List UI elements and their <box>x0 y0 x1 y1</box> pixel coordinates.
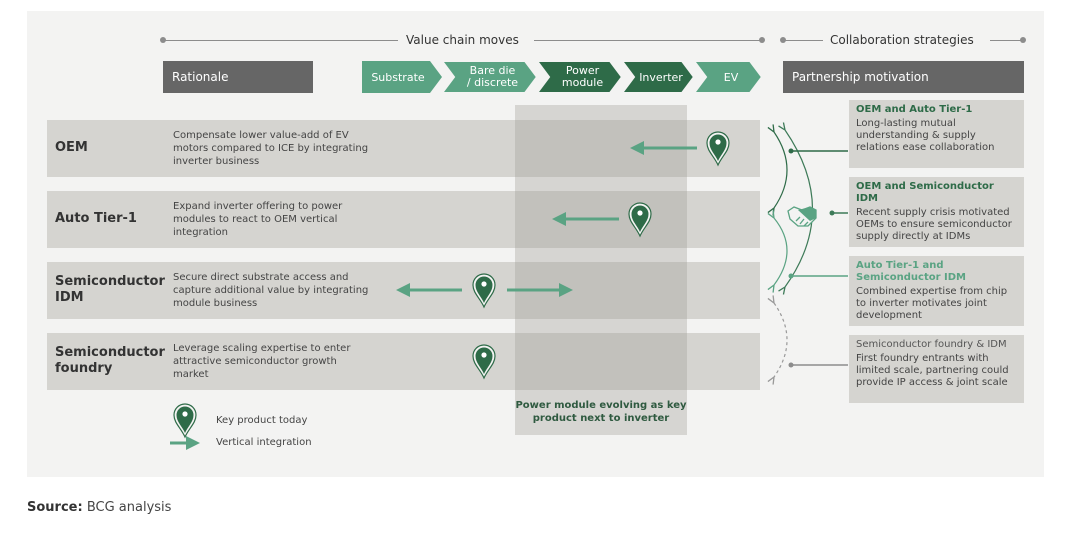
value-chain-label: Value chain moves <box>406 33 519 47</box>
source-note: Source: BCG analysis <box>27 500 171 515</box>
header-line <box>163 40 398 41</box>
legend-key-product-label: Key product today <box>216 415 308 426</box>
chain-step-3 <box>620 60 696 94</box>
actor-oem: OEM <box>55 140 88 155</box>
partnership-box-auto-tier-1-semiconductor-idm: Auto Tier-1 and Semiconductor IDM Combin… <box>849 256 1024 326</box>
partnership-body: Long-lasting mutual understanding & supp… <box>856 118 995 153</box>
partnership-title: Semiconductor foundry & IDM <box>856 339 1007 350</box>
partnership-box-oem-auto-tier-1: OEM and Auto Tier-1 Long-lasting mutual … <box>849 100 1024 168</box>
collaboration-label: Collaboration strategies <box>830 33 974 47</box>
header-line <box>534 40 762 41</box>
partnership-box-foundry-idm: Semiconductor foundry & IDM First foundr… <box>849 335 1024 403</box>
partnership-body: Recent supply crisis motivated OEMs to e… <box>856 207 1012 242</box>
partnership-title: OEM and Auto Tier-1 <box>856 104 973 115</box>
partnership-header-label: Partnership motivation <box>792 70 929 84</box>
chain-step-label: Substrate <box>371 71 425 84</box>
rationale-header-label: Rationale <box>172 70 229 84</box>
partnership-body: Combined expertise from chip to inverter… <box>856 286 1008 321</box>
rationale-auto-tier-1: Expand inverter offering to power module… <box>173 201 343 238</box>
partnership-box-oem-semiconductor-idm: OEM and Semiconductor IDM Recent supply … <box>849 177 1024 247</box>
header-line-dot <box>759 37 765 43</box>
partnership-title: OEM and Semiconductor IDM <box>856 181 994 204</box>
rationale-semiconductor-idm: Secure direct substrate access and captu… <box>173 272 369 309</box>
partnership-body: First foundry entrants with limited scal… <box>856 353 1009 388</box>
header-line <box>783 40 823 41</box>
power-module-highlight <box>515 105 687 435</box>
chain-step-label: EV <box>724 71 739 84</box>
row-band-semiconductor-foundry <box>47 333 760 390</box>
actor-semiconductor-idm: Semiconductor IDM <box>55 274 165 305</box>
chain-step-2 <box>535 60 624 94</box>
partnership-header: Partnership motivation <box>783 61 1024 93</box>
rationale-oem: Compensate lower value-add of EV motors … <box>173 130 369 167</box>
rationale-header: Rationale <box>163 61 313 93</box>
chain-step-label: Inverter <box>639 71 683 84</box>
partnership-title: Auto Tier-1 and Semiconductor IDM <box>856 260 966 283</box>
rationale-semiconductor-foundry: Leverage scaling expertise to enter attr… <box>173 343 351 380</box>
chain-step-1 <box>440 60 539 94</box>
source-text: BCG analysis <box>86 500 172 515</box>
actor-auto-tier-1: Auto Tier-1 <box>55 211 137 226</box>
chain-step-label: Bare die/ discrete <box>467 64 518 89</box>
source-label: Source: <box>27 500 83 515</box>
header-line <box>990 40 1023 41</box>
chain-step-4 <box>692 60 764 94</box>
header-line-dot <box>1020 37 1026 43</box>
power-module-note: Power module evolving as key product nex… <box>515 400 687 424</box>
chain-step-0 <box>362 61 442 93</box>
legend-vertical-integration-label: Vertical integration <box>216 437 312 448</box>
actor-semiconductor-foundry: Semiconductor foundry <box>55 345 165 376</box>
